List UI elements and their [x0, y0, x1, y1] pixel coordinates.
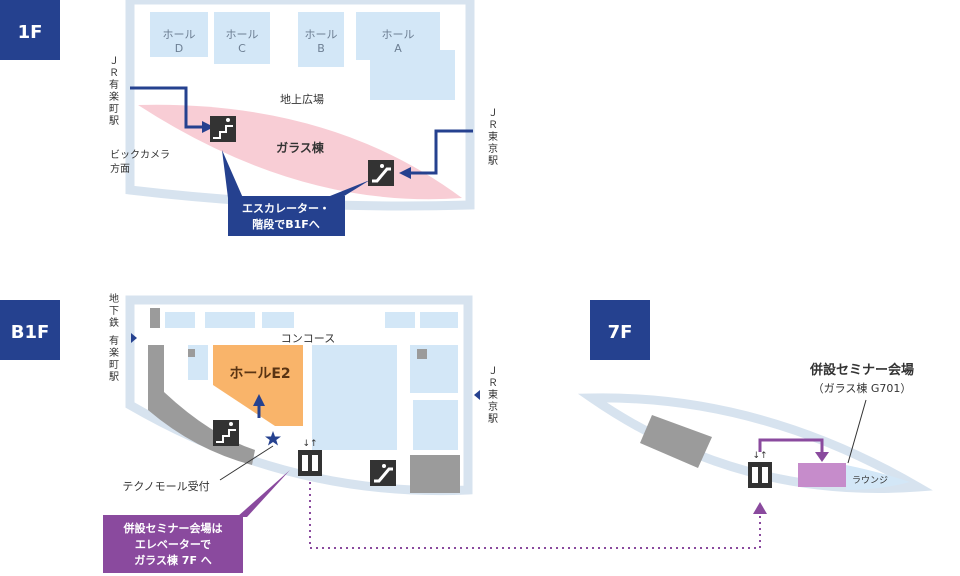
seminar-callout-line2: エレベーターで — [135, 538, 211, 551]
hall-d — [150, 12, 208, 57]
hall-e2 — [213, 345, 303, 426]
b1-jr-tokyo-5: 駅 — [488, 413, 498, 425]
subway-3: 鉄 — [109, 316, 119, 329]
subway-4: 有 — [109, 334, 119, 347]
floor-b1-map: ホールE2 コンコース テクノモール受付 ↓↑ 併設セミナ — [0, 292, 498, 573]
jr-yurakucho-5: 町 — [109, 104, 119, 115]
floor-tab-b1f-label: B1F — [11, 322, 50, 343]
b1-stairs-icon — [213, 420, 239, 446]
shop-3 — [262, 312, 294, 328]
b1-jr-tokyo-3: 東 — [488, 388, 498, 401]
seminar-callout-pointer — [237, 470, 290, 517]
gray-corridor-left — [148, 345, 255, 465]
concourse-label: コンコース — [281, 332, 335, 345]
subway-6: 町 — [109, 360, 119, 371]
jr-tokyo-1: Ｊ — [488, 108, 498, 119]
subway-marker-icon — [131, 333, 137, 343]
floor-7-map: ラウンジ ↓↑ 併設セミナー会場 （ガラス棟 G701） 7F — [577, 300, 933, 493]
lounge-label: ラウンジ — [852, 475, 888, 486]
seminar-room-g701 — [798, 463, 846, 487]
shop-8 — [413, 400, 458, 450]
subway-5: 楽 — [109, 346, 119, 359]
shop-gray-3 — [417, 349, 427, 359]
seminar-leader-line — [847, 399, 867, 464]
f7-elevator-icon: ↓↑ — [748, 451, 772, 488]
hall-b-letter: B — [317, 42, 325, 55]
elevator-route-dotted — [309, 482, 761, 549]
jr-yurakucho-1: Ｊ — [109, 56, 119, 67]
floor-tab-1f-label: 1F — [18, 22, 43, 43]
shop-gray-2 — [188, 349, 195, 357]
b1-jr-tokyo-4: 京 — [488, 400, 498, 413]
seminar-callout-line1: 併設セミナー会場は — [123, 521, 223, 535]
floor-tab-7f-label: 7F — [608, 322, 633, 343]
plaza-label: 地上広場 — [280, 93, 324, 106]
seminar-title: 併設セミナー会場 — [809, 362, 914, 378]
shop-1 — [165, 312, 195, 328]
hall-a — [356, 12, 455, 100]
reception-leader-line — [219, 445, 274, 481]
jr-tokyo-2: Ｒ — [488, 120, 498, 131]
jr-yurakucho-4: 楽 — [109, 90, 119, 103]
hall-a-letter: A — [394, 42, 402, 55]
escalator-callout-box — [228, 196, 345, 236]
elevator-route-arrowhead — [753, 502, 767, 514]
glass-building-label: ガラス棟 — [276, 140, 325, 155]
jr-tokyo-4: 京 — [488, 142, 498, 155]
reception-label: テクノモール受付 — [122, 480, 209, 493]
subway-2: 下 — [109, 306, 119, 317]
escalator-callout-line2: 階段でB1Fへ — [252, 217, 320, 231]
jr-tokyo-3: 東 — [488, 130, 498, 143]
route-to-seminar-room — [758, 438, 824, 452]
hall-e2-label: ホールE2 — [229, 366, 290, 382]
floor-tab-7f — [590, 300, 650, 360]
hall-d-label: ホール — [163, 28, 196, 41]
hall-e1-block — [312, 345, 397, 450]
reception-star-icon — [265, 431, 281, 446]
hall-a-label: ホール — [382, 28, 415, 41]
shop-4 — [385, 312, 415, 328]
shop-5 — [420, 312, 458, 328]
shop-gray-1 — [150, 308, 160, 328]
svg-text:↓↑: ↓↑ — [752, 451, 767, 461]
hall-c — [214, 12, 270, 64]
hall-c-letter: C — [238, 42, 246, 55]
escalator-callout-line1: エスカレーター・ — [242, 202, 330, 215]
hall-b-label: ホール — [305, 28, 338, 41]
jr-tokyo-5: 駅 — [488, 155, 498, 167]
hall-d-letter: D — [175, 42, 183, 55]
jr-yurakucho-6: 駅 — [109, 115, 119, 127]
bic-camera-line1: ビックカメラ — [110, 149, 170, 161]
shop-2 — [205, 312, 255, 328]
hall-b — [298, 12, 344, 67]
jr-tokyo-marker-icon — [474, 390, 480, 400]
route-from-tokyo — [399, 129, 473, 179]
escalator-icon — [368, 160, 394, 186]
bic-camera-line2: 方面 — [110, 162, 130, 175]
jr-yurakucho-2: Ｒ — [109, 68, 119, 79]
seminar-callout-box — [103, 515, 243, 573]
floor-1-map: ホール D ホール C ホール B ホール A 地上広場 ガラス棟 Ｊ Ｒ 有 … — [0, 0, 498, 236]
subway-1: 地 — [109, 292, 119, 305]
hall-c-label: ホール — [226, 28, 259, 41]
seminar-callout-line3: ガラス棟 7F へ — [134, 553, 212, 567]
b1-escalator-icon — [370, 460, 396, 486]
stairs-icon — [210, 116, 236, 142]
floor-tab-1f — [0, 0, 60, 60]
jr-yurakucho-3: 有 — [109, 78, 119, 91]
b1-jr-tokyo-1: Ｊ — [488, 366, 498, 377]
route-from-yurakucho — [130, 86, 214, 133]
b1-jr-tokyo-2: Ｒ — [488, 378, 498, 389]
seminar-subtitle: （ガラス棟 G701） — [813, 381, 912, 395]
b1-elevator-icon: ↓↑ — [298, 439, 322, 476]
subway-7: 駅 — [109, 371, 119, 383]
floor-7-gray-block — [640, 415, 712, 468]
svg-text:↓↑: ↓↑ — [302, 439, 317, 449]
shop-gray-4 — [410, 455, 460, 493]
route-to-seminar-arrowhead — [815, 452, 829, 462]
lounge-area — [846, 465, 910, 490]
floor-tab-b1f — [0, 300, 60, 360]
